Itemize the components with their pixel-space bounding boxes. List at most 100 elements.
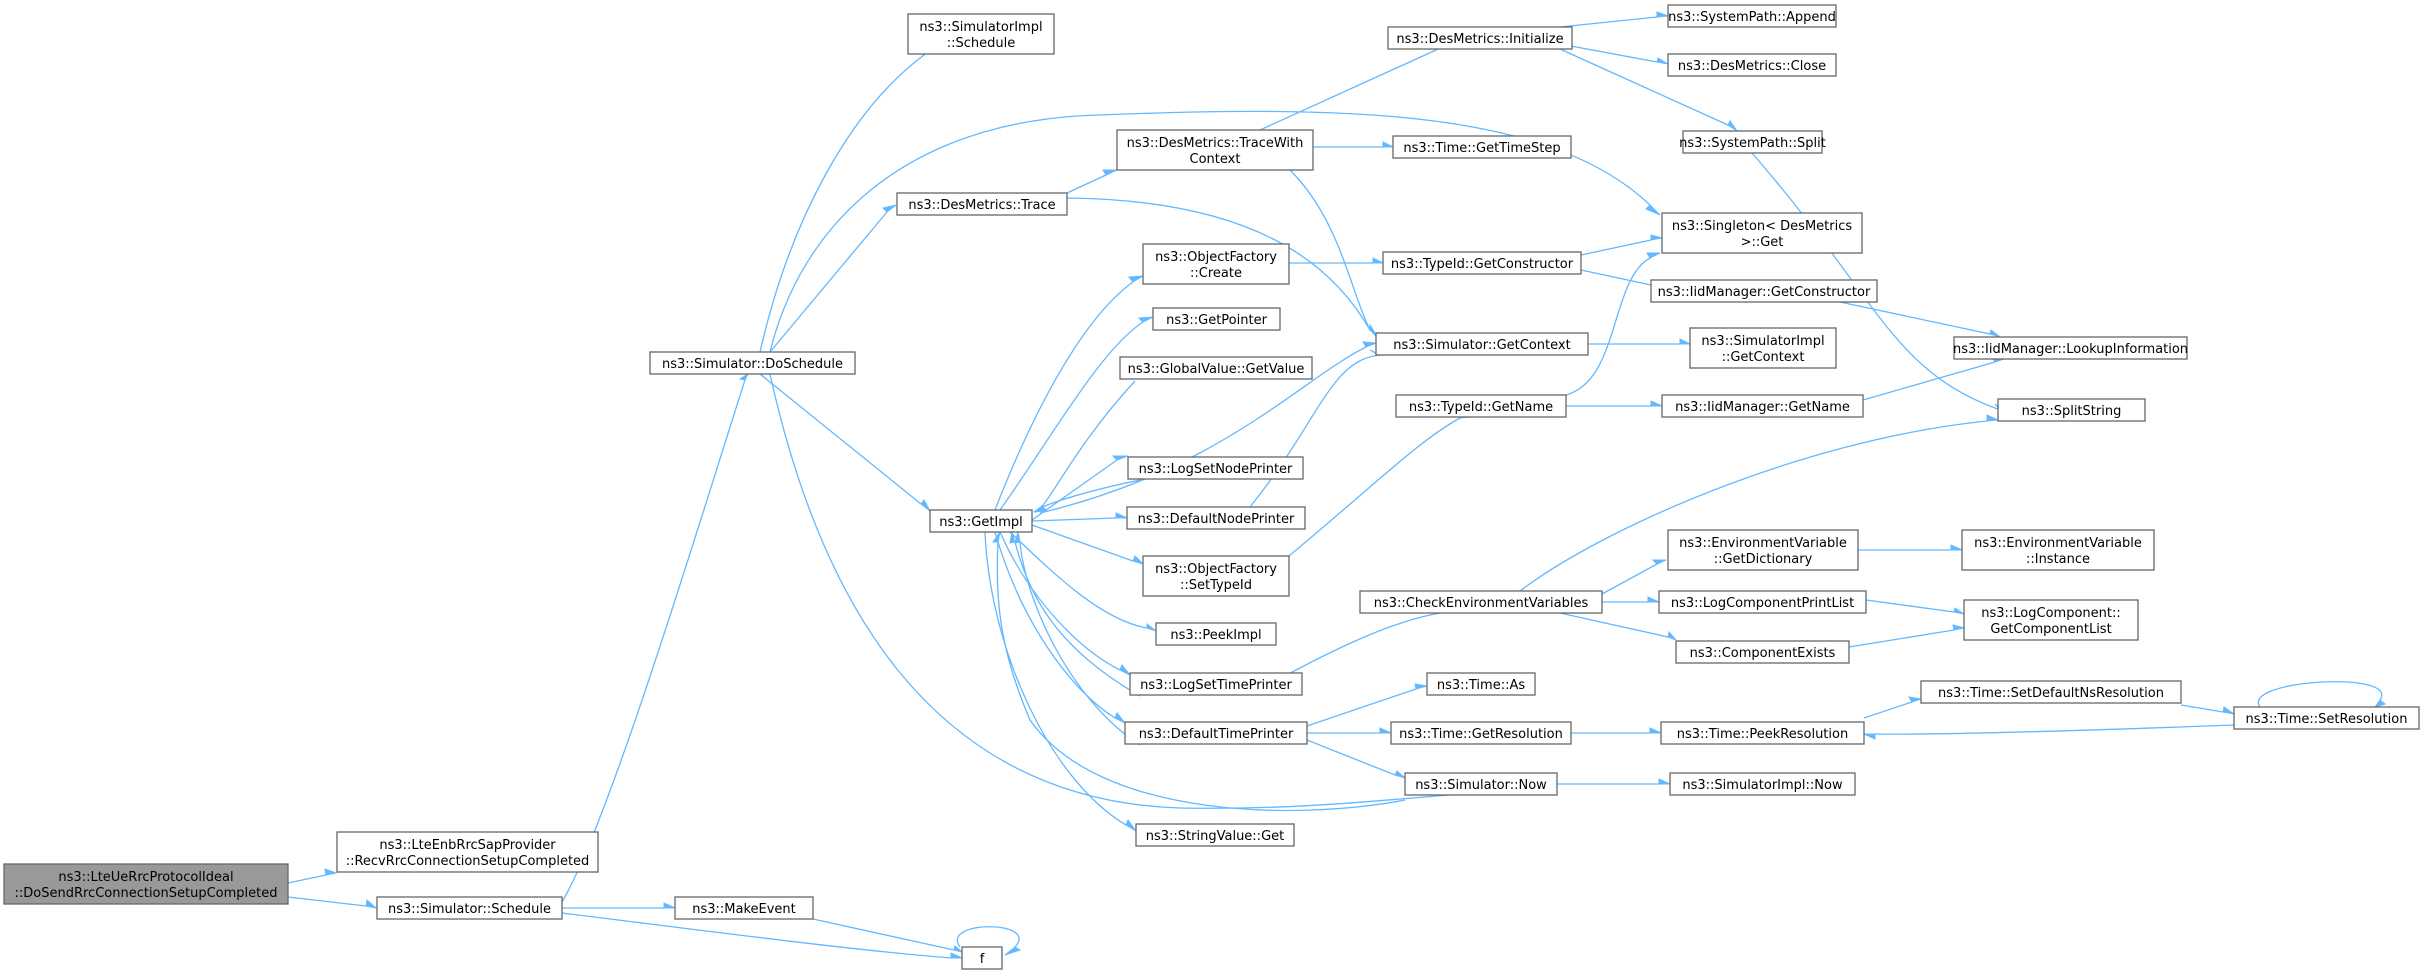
function-node-label: ns3::ObjectFactory	[1155, 250, 1277, 265]
function-node-sched[interactable]: ns3::Simulator::Schedule	[376, 896, 563, 920]
function-node-label: ns3::DefaultTimePrinter	[1139, 727, 1294, 742]
function-node-label: ns3::IidManager::LookupInformation	[1953, 342, 2188, 357]
function-node-logcompprint[interactable]: ns3::LogComponentPrintList	[1658, 590, 1867, 614]
call-edge-arrow	[1306, 683, 1428, 727]
call-edge-arrow	[812, 918, 963, 953]
function-node-iidgetname[interactable]: ns3::IidManager::GetName	[1661, 394, 1864, 418]
function-node-label: ns3::Simulator::GetContext	[1393, 338, 1570, 353]
function-node-dosched[interactable]: ns3::Simulator::DoSchedule	[649, 351, 856, 375]
call-edge-arrow	[1519, 414, 2000, 592]
function-node-ofsettypeid[interactable]: ns3::ObjectFactory::SetTypeId	[1142, 555, 1290, 597]
function-node-label: ns3::DefaultNodePrinter	[1138, 512, 1295, 527]
function-node-makeevent[interactable]: ns3::MakeEvent	[674, 896, 814, 920]
function-node-desinit[interactable]: ns3::DesMetrics::Initialize	[1387, 26, 1573, 50]
call-edge-arrow	[984, 531, 1137, 832]
call-edge-arrow	[1559, 612, 1677, 641]
function-node-f[interactable]: f	[961, 946, 1003, 970]
function-node-label: ns3::EnvironmentVariable	[1974, 536, 2142, 551]
function-node-append[interactable]: ns3::SystemPath::Append	[1667, 4, 1837, 28]
function-node-simimplgetctx[interactable]: ns3::SimulatorImpl::GetContext	[1689, 327, 1837, 369]
function-node-label: ns3::ComponentExists	[1690, 646, 1836, 661]
function-node-label: ns3::LogComponentPrintList	[1671, 596, 1854, 611]
function-node-label: ns3::IidManager::GetName	[1675, 400, 1850, 415]
function-node-recv[interactable]: ns3::LteEnbRrcSapProvider::RecvRrcConnec…	[336, 831, 599, 873]
function-node-iidlookup[interactable]: ns3::IidManager::LookupInformation	[1953, 336, 2188, 360]
function-node-compexists[interactable]: ns3::ComponentExists	[1675, 640, 1850, 664]
function-node-defaulttime[interactable]: ns3::DefaultTimePrinter	[1124, 721, 1308, 745]
function-node-simnow[interactable]: ns3::Simulator::Now	[1404, 772, 1558, 796]
call-edge-arrow	[1862, 356, 2005, 401]
function-node-label: ::GetDictionary	[1714, 552, 1813, 567]
call-edge-arrow	[287, 896, 378, 909]
call-edge-arrow	[1839, 301, 2001, 338]
call-edge-arrow	[561, 912, 963, 959]
call-edge-arrow	[1307, 727, 1392, 734]
function-node-label: GetComponentList	[1990, 622, 2111, 637]
function-node-ofcreate[interactable]: ns3::ObjectFactory::Create	[1142, 243, 1290, 285]
call-edge-arrow	[992, 531, 1406, 812]
call-edge-arrow	[562, 902, 676, 909]
function-node-singleton[interactable]: ns3::Singleton< DesMetrics>::Get	[1661, 212, 1863, 254]
function-node-label: ns3::GetImpl	[939, 515, 1023, 530]
call-edge-arrow	[1033, 478, 1146, 513]
call-edge-arrow	[759, 373, 931, 512]
function-node-timeas[interactable]: ns3::Time::As	[1426, 672, 1536, 696]
function-node-peekimpl[interactable]: ns3::PeekImpl	[1155, 622, 1277, 646]
function-node-logcompget[interactable]: ns3::LogComponent::GetComponentList	[1963, 599, 2139, 641]
call-edge-arrow	[287, 868, 338, 884]
call-edge-arrow	[1066, 169, 1118, 194]
function-node-checkenv[interactable]: ns3::CheckEnvironmentVariables	[1359, 590, 1603, 614]
call-edge-arrow	[1289, 257, 1384, 264]
function-node-typeidgetname[interactable]: ns3::TypeId::GetName	[1395, 394, 1567, 418]
call-edge-arrow	[994, 531, 1126, 724]
function-node-label: ns3::IidManager::GetConstructor	[1658, 285, 1871, 300]
call-edge-arrow	[1580, 269, 1663, 288]
function-node-simimplsched[interactable]: ns3::SimulatorImpl::Schedule	[907, 13, 1055, 55]
function-node-envinstance[interactable]: ns3::EnvironmentVariable::Instance	[1961, 529, 2155, 571]
function-node-label: ns3::Time::PeekResolution	[1677, 727, 1848, 742]
function-node-logsettime[interactable]: ns3::LogSetTimePrinter	[1129, 672, 1303, 696]
function-node-timegetres[interactable]: ns3::Time::GetResolution	[1390, 721, 1572, 745]
call-edge-arrow	[1602, 596, 1660, 603]
function-node-root[interactable]: ns3::LteUeRrcProtocolIdeal::DoSendRrcCon…	[3, 863, 289, 905]
function-node-stringget[interactable]: ns3::StringValue::Get	[1135, 823, 1295, 847]
function-node-split[interactable]: ns3::SystemPath::Split	[1679, 130, 1826, 154]
call-edge-arrow	[1306, 739, 1406, 779]
function-node-setres[interactable]: ns3::Time::SetResolution	[2233, 706, 2420, 730]
call-edge-arrow	[1031, 512, 1128, 522]
function-node-timepeekres[interactable]: ns3::Time::PeekResolution	[1660, 721, 1865, 745]
function-node-label: ns3::TypeId::GetName	[1409, 400, 1553, 415]
function-node-getpointer[interactable]: ns3::GetPointer	[1152, 307, 1281, 331]
function-node-defaultnode[interactable]: ns3::DefaultNodePrinter	[1126, 506, 1306, 530]
function-node-close[interactable]: ns3::DesMetrics::Close	[1667, 53, 1837, 77]
function-node-logsetnode[interactable]: ns3::LogSetNodePrinter	[1127, 456, 1304, 480]
function-node-simgetcontext[interactable]: ns3::Simulator::GetContext	[1375, 332, 1589, 356]
function-node-getimpl[interactable]: ns3::GetImpl	[929, 509, 1033, 533]
call-edge-arrow	[1858, 544, 1963, 551]
function-node-label: ns3::StringValue::Get	[1146, 829, 1284, 844]
function-node-desmetricstrace[interactable]: ns3::DesMetrics::Trace	[896, 192, 1068, 216]
call-edge-arrow	[1566, 400, 1663, 407]
function-node-label: ::GetContext	[1722, 350, 1805, 365]
function-node-typeidgetctor[interactable]: ns3::TypeId::GetConstructor	[1382, 251, 1582, 275]
call-edge-arrow	[2257, 681, 2387, 708]
function-node-label: ns3::CheckEnvironmentVariables	[1374, 596, 1589, 611]
function-node-gvgetvalue[interactable]: ns3::GlobalValue::GetValue	[1119, 356, 1313, 380]
call-edge-arrow	[2180, 704, 2235, 715]
call-edge-arrow	[1559, 48, 1738, 132]
function-node-simimplnow[interactable]: ns3::SimulatorImpl::Now	[1669, 772, 1856, 796]
function-node-label: ::Schedule	[947, 36, 1016, 51]
function-node-iidgetctor[interactable]: ns3::IidManager::GetConstructor	[1650, 279, 1878, 303]
function-node-label: ns3::Time::SetResolution	[2246, 712, 2408, 727]
call-edge-arrow	[1289, 169, 1376, 334]
function-node-label: ns3::DesMetrics::Trace	[908, 198, 1055, 213]
function-node-label: ns3::Time::GetTimeStep	[1403, 141, 1560, 156]
function-node-setdefaultns[interactable]: ns3::Time::SetDefaultNsResolution	[1920, 680, 2182, 704]
function-node-label: f	[980, 952, 985, 967]
function-node-gettimestep[interactable]: ns3::Time::GetTimeStep	[1392, 135, 1572, 159]
function-node-envgetdict[interactable]: ns3::EnvironmentVariable::GetDictionary	[1667, 529, 1859, 571]
call-edge-arrow	[1559, 43, 1669, 65]
function-node-label: ::DoSendRrcConnectionSetupCompleted	[14, 886, 277, 901]
function-node-splitstring[interactable]: ns3::SplitString	[1997, 398, 2146, 422]
